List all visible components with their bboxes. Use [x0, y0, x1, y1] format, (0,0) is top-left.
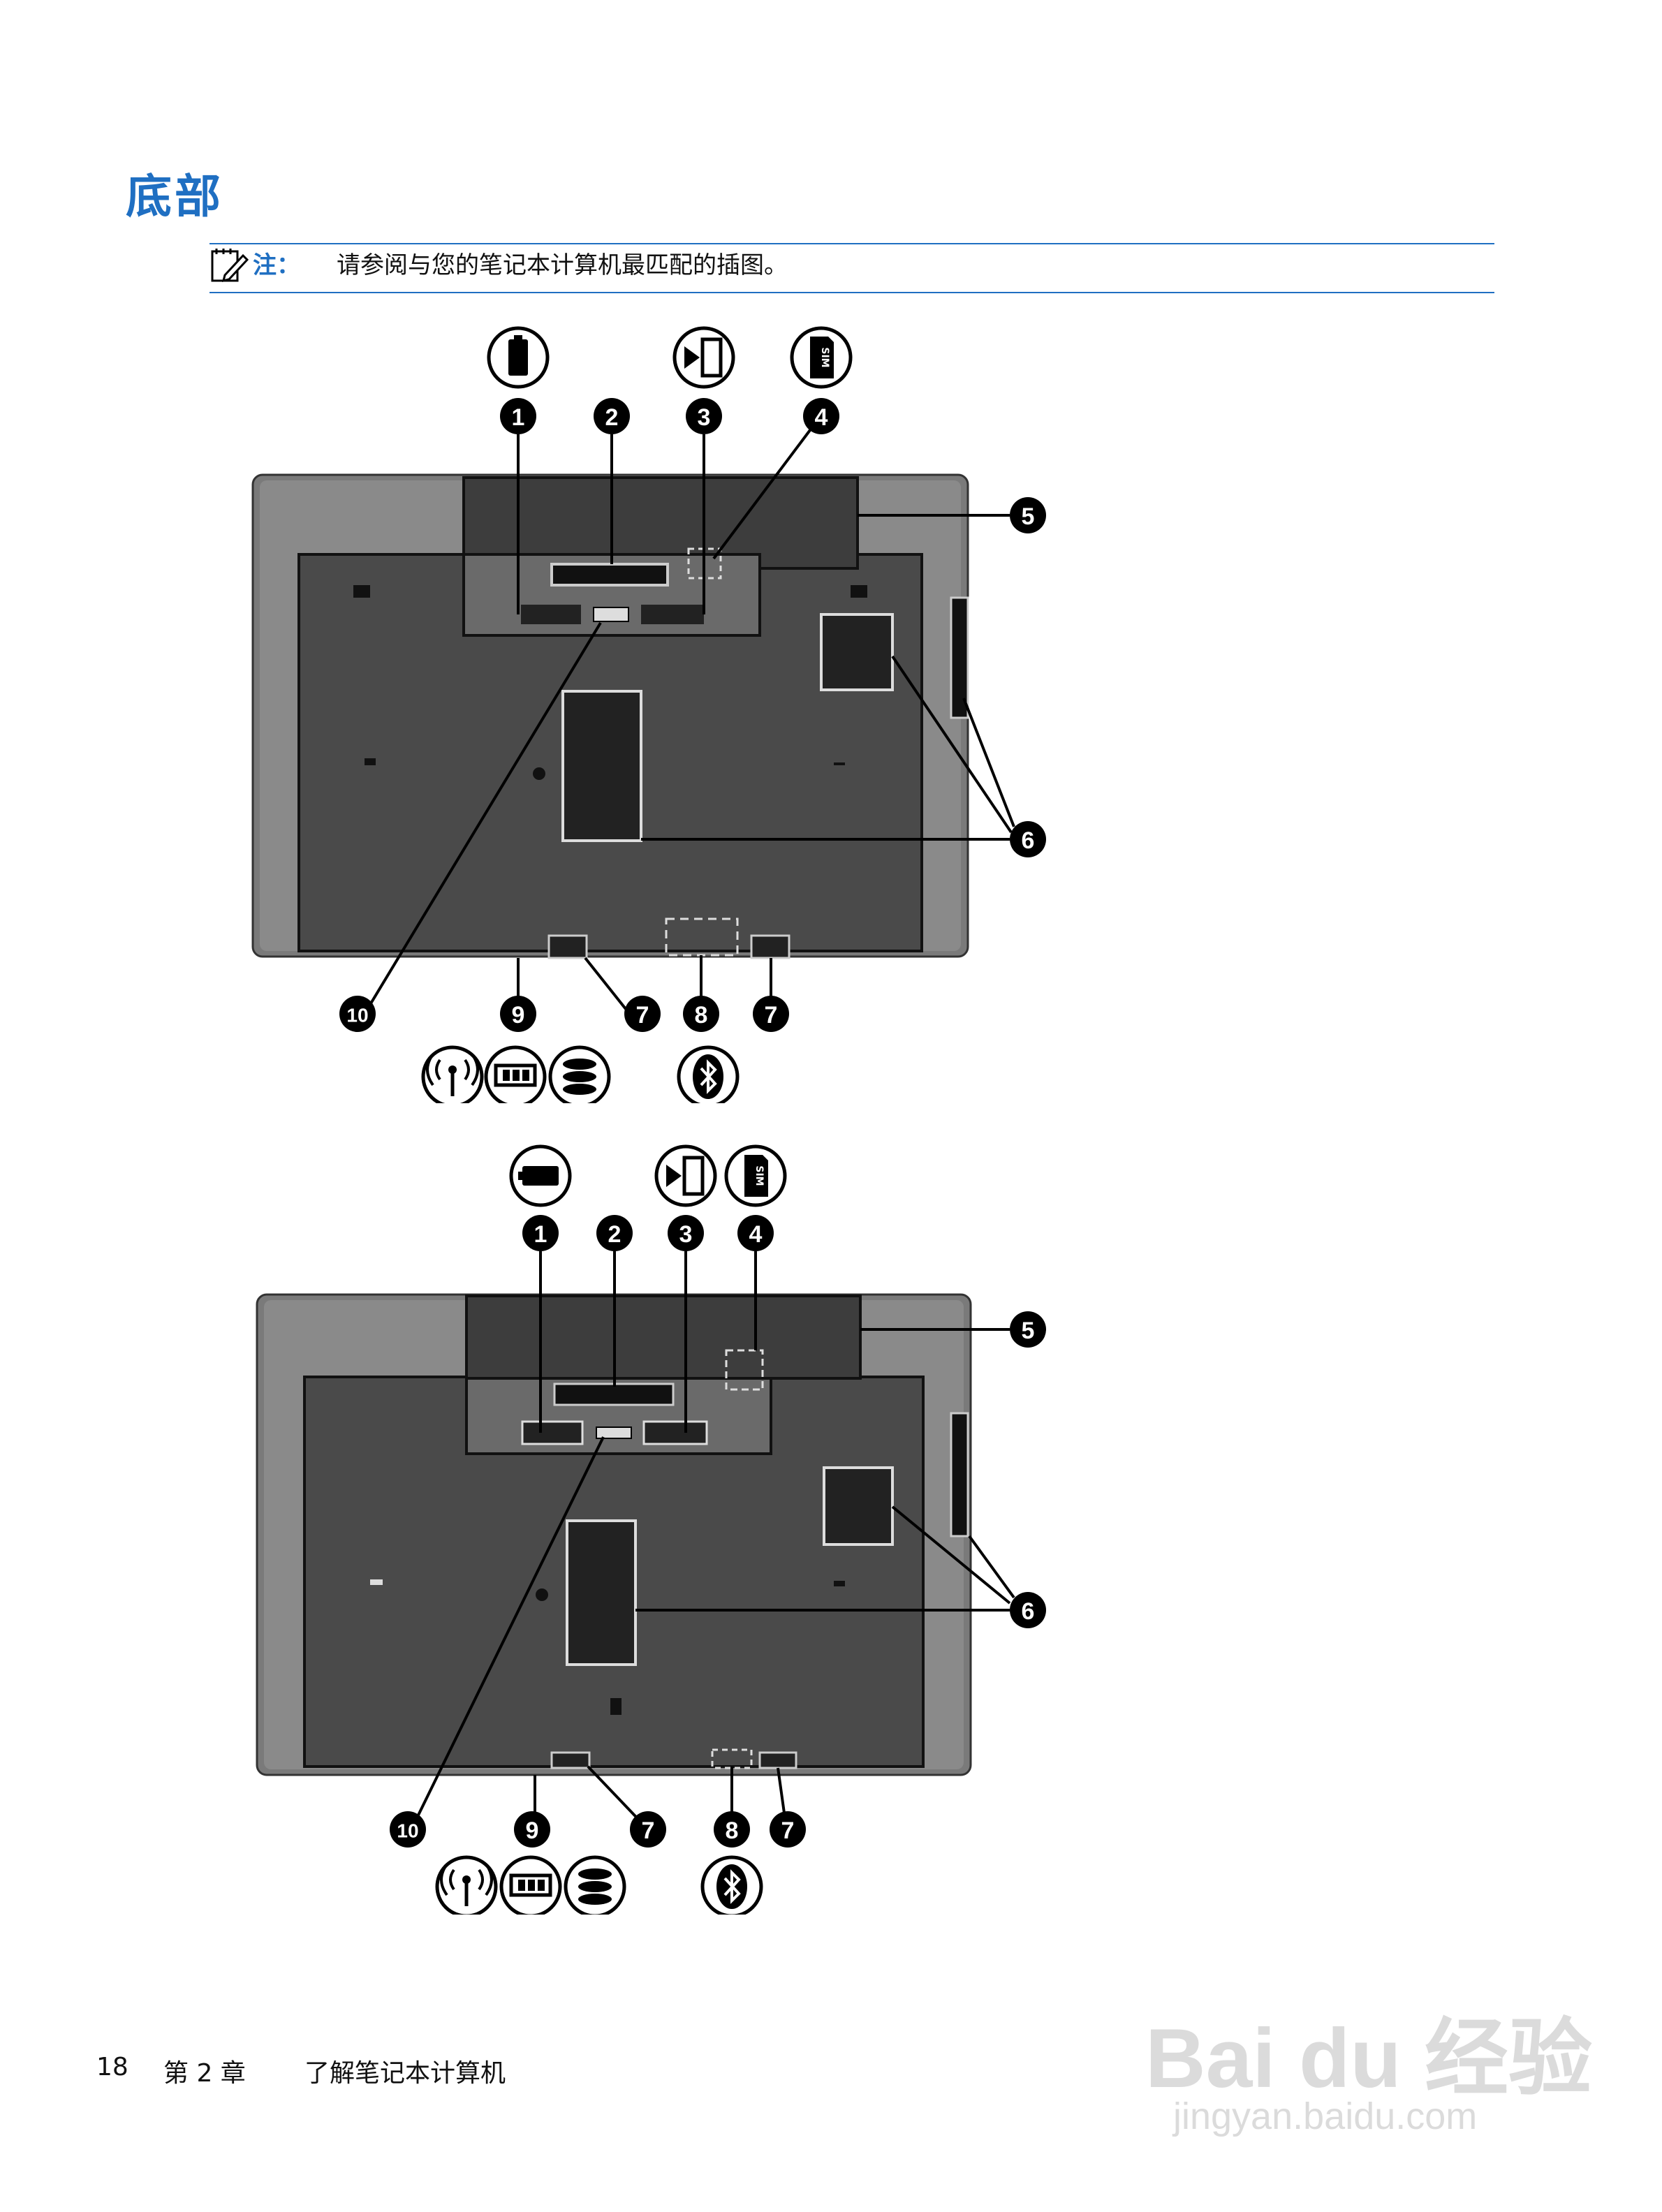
callout-7-b: 7 — [630, 1811, 666, 1848]
svg-text:9: 9 — [512, 1002, 525, 1028]
wireless-icon — [421, 1045, 484, 1103]
callout-2: 2 — [594, 398, 630, 434]
callout-4-b: 4 — [737, 1215, 774, 1251]
svg-text:5: 5 — [1022, 1318, 1035, 1344]
svg-text:2: 2 — [608, 1221, 622, 1248]
callout-5: 5 — [1010, 497, 1046, 533]
watermark: Bai du 经验 jingyan.baidu.com — [1145, 1948, 1634, 2172]
callout-7c-b: 7 — [770, 1811, 806, 1848]
callout-9: 9 — [500, 996, 536, 1032]
memory-icon-2 — [499, 1855, 562, 1915]
memory-icon — [484, 1045, 547, 1103]
callout-7b: 7 — [753, 996, 789, 1032]
svg-text:8: 8 — [695, 1002, 708, 1028]
wireless-icon-2 — [435, 1855, 498, 1915]
svg-text:3: 3 — [679, 1221, 693, 1248]
callout-9-b: 9 — [514, 1811, 550, 1848]
svg-text:2: 2 — [605, 404, 619, 431]
callout-1: 1 — [500, 398, 536, 434]
svg-text:4: 4 — [815, 404, 828, 431]
sim-label-2: SIM — [753, 1165, 765, 1186]
svg-text:4: 4 — [749, 1221, 763, 1248]
sim-icon-2: SIM — [724, 1144, 787, 1207]
leader-lines-1 — [363, 429, 1015, 1015]
dock-icon-2 — [654, 1144, 717, 1207]
callout-8-b: 8 — [714, 1811, 750, 1848]
sim-icon: SIM — [790, 326, 853, 389]
laptop-bottom-2 — [256, 1293, 972, 1776]
callout-3-b: 3 — [668, 1215, 704, 1251]
svg-text:5: 5 — [1022, 503, 1035, 530]
svg-text:7: 7 — [642, 1817, 655, 1844]
svg-text:7: 7 — [636, 1002, 649, 1028]
bluetooth-icon — [677, 1045, 740, 1103]
dock-icon — [672, 326, 735, 389]
callout-7: 7 — [624, 996, 661, 1032]
battery-icon — [487, 326, 550, 389]
watermark-brand: Bai du 经验 — [1145, 2012, 1593, 2105]
callout-8: 8 — [683, 996, 719, 1032]
footer-chapter: 第 2 章 — [163, 2059, 246, 2088]
callout-3: 3 — [686, 398, 722, 434]
page-title: 底部 — [126, 170, 223, 223]
hard-drive-icon — [548, 1045, 611, 1103]
watermark-url: jingyan.baidu.com — [1173, 2095, 1478, 2137]
laptop-bottom-1 — [251, 473, 969, 959]
callout-10: 10 — [339, 996, 376, 1032]
note-text: 请参阅与您的笔记本计算机最匹配的插图。 — [337, 251, 788, 279]
svg-text:7: 7 — [781, 1817, 795, 1844]
note-label: 注： — [253, 251, 300, 279]
callout-4: 4 — [803, 398, 839, 434]
footer-page-number: 18 — [96, 2053, 128, 2081]
note-pencil-icon — [211, 249, 249, 283]
bottom-view-figure-2: SIM 1 2 3 4 5 6 — [256, 1144, 1046, 1915]
note-box: 注： 请参阅与您的笔记本计算机最匹配的插图。 — [209, 243, 1494, 293]
svg-text:1: 1 — [512, 404, 525, 431]
sim-label: SIM — [819, 347, 830, 367]
svg-text:6: 6 — [1022, 1598, 1035, 1625]
bluetooth-icon-2 — [700, 1855, 763, 1915]
hard-drive-icon-2 — [564, 1855, 626, 1915]
footer-chapter-title: 了解笔记本计算机 — [304, 2059, 506, 2088]
svg-text:10: 10 — [397, 1820, 418, 1842]
callout-10-b: 10 — [390, 1811, 426, 1848]
battery-icon-2 — [509, 1144, 572, 1207]
callout-2-b: 2 — [596, 1215, 633, 1251]
bottom-view-figure-1: SIM 1 2 3 4 5 6 — [251, 326, 1046, 1103]
callout-6: 6 — [1010, 821, 1046, 857]
svg-text:7: 7 — [765, 1002, 778, 1028]
callout-6-b: 6 — [1010, 1592, 1046, 1628]
svg-text:1: 1 — [534, 1221, 547, 1248]
svg-text:6: 6 — [1022, 827, 1035, 854]
svg-text:10: 10 — [346, 1005, 368, 1026]
svg-text:9: 9 — [526, 1817, 539, 1844]
svg-text:8: 8 — [726, 1817, 739, 1844]
callout-1-b: 1 — [522, 1215, 559, 1251]
svg-text:3: 3 — [698, 404, 711, 431]
callout-5-b: 5 — [1010, 1311, 1046, 1348]
